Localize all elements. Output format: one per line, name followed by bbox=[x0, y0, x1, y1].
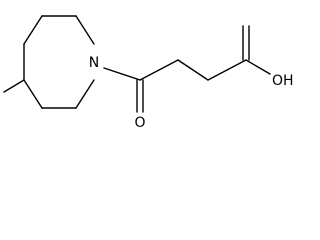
bond-chain-2 bbox=[177, 59, 209, 81]
bond-ring-upper-right bbox=[75, 15, 95, 45]
acid-carbonyl-double-bond bbox=[242, 25, 250, 61]
chemical-structure: N O OH bbox=[3, 15, 294, 131]
bond-ring-n-to-lower-right bbox=[75, 79, 95, 109]
bond-ring-upper-left bbox=[23, 15, 43, 45]
carbonyl-oxygen-label: O bbox=[134, 115, 145, 131]
bond-acid-hydroxyl bbox=[245, 59, 271, 75]
piperidine-ring bbox=[23, 15, 95, 109]
bond-chain-1 bbox=[139, 59, 179, 81]
bond-methyl bbox=[3, 79, 25, 93]
bond-n-to-carbonyl bbox=[103, 67, 141, 81]
bond-chain-3 bbox=[207, 59, 247, 81]
nitrogen-atom-label: N bbox=[89, 55, 99, 71]
hydroxyl-label: OH bbox=[272, 73, 294, 89]
carbonyl-double-bond bbox=[136, 79, 144, 113]
bond-ring-lower-left bbox=[23, 79, 43, 109]
